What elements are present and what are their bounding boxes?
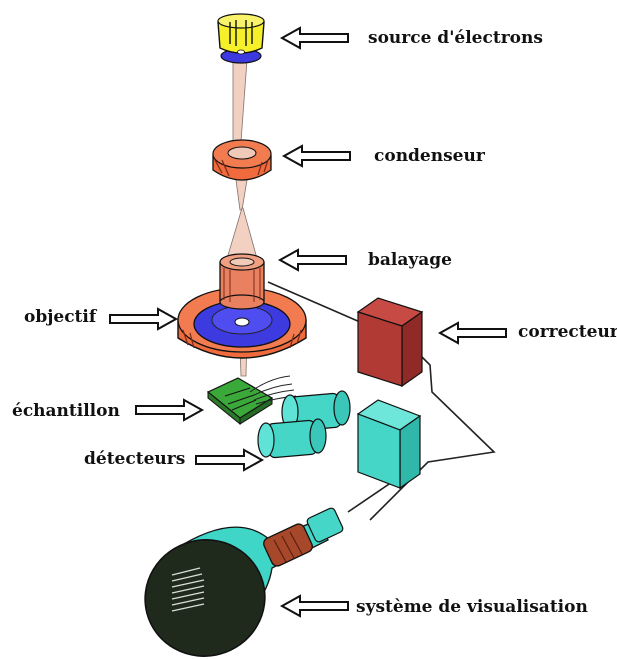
arrow-scan-icon	[277, 248, 347, 272]
arrow-source-icon	[279, 26, 349, 50]
objective-lens-icon	[177, 287, 307, 359]
sample-icon	[206, 375, 297, 426]
detector-upper-icon	[281, 390, 351, 432]
label-condenser: condenseur	[374, 146, 485, 166]
arrow-sample-icon	[135, 398, 205, 422]
display-system-icon	[144, 507, 344, 657]
detector-lower-icon	[257, 418, 327, 459]
arrow-detectors-icon	[195, 448, 265, 472]
corrector-box-icon	[356, 297, 424, 388]
label-detectors: détecteurs	[84, 449, 186, 469]
label-scan: balayage	[368, 250, 452, 270]
label-display: système de visualisation	[356, 597, 588, 617]
arrow-objective-icon	[109, 307, 179, 331]
amplifier-box-icon	[356, 399, 422, 490]
arrow-corrector-icon	[437, 321, 507, 345]
label-objective: objectif	[24, 307, 97, 327]
arrow-condenser-icon	[281, 144, 351, 168]
label-corrector: correcteur	[518, 322, 617, 342]
condenser-lens-icon	[212, 139, 272, 181]
label-source: source d'électrons	[368, 28, 543, 48]
electron-source-icon	[217, 13, 265, 64]
scan-coil-icon	[219, 253, 265, 310]
arrow-display-icon	[279, 594, 349, 618]
label-sample: échantillon	[12, 401, 120, 421]
